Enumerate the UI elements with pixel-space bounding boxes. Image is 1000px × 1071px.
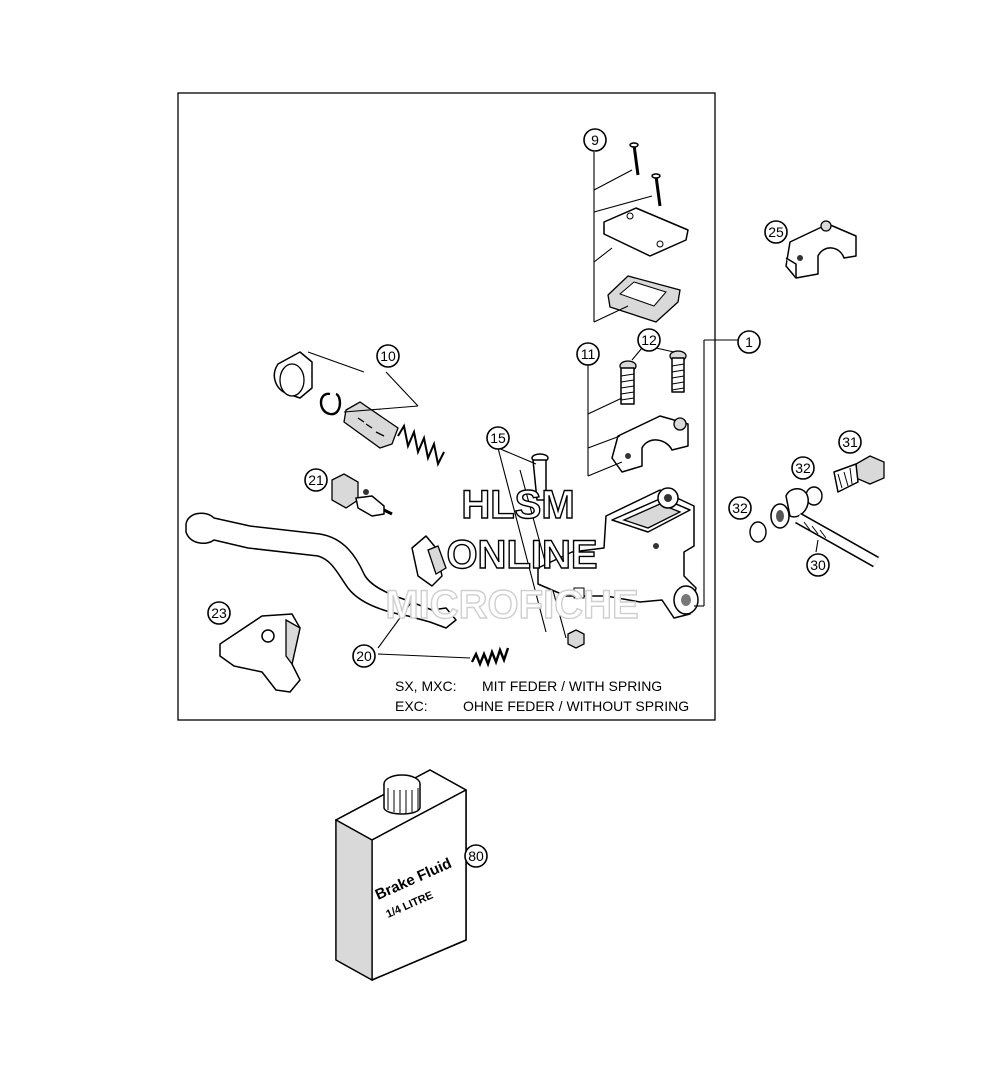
callout-30[interactable]: 30 — [806, 553, 830, 577]
circlip — [319, 392, 342, 416]
callout-12[interactable]: 12 — [637, 328, 661, 352]
reservoir-cover — [603, 207, 689, 257]
callout-25-label: 25 — [768, 224, 784, 240]
note-line2-models: EXC: — [395, 698, 428, 714]
assembly-frame — [177, 92, 716, 721]
clamp-bolt — [619, 360, 637, 405]
watermark-line3: MICROFICHE — [385, 583, 638, 627]
callout-15-label: 15 — [490, 430, 506, 446]
watermark-line2: ONLINE — [446, 533, 597, 577]
callout-20[interactable]: 20 — [352, 644, 376, 668]
banjo-bolt — [855, 455, 885, 485]
adjuster-screw-group[interactable] — [331, 473, 393, 517]
note-line2-text: OHNE FEDER / WITHOUT SPRING — [463, 698, 689, 714]
brake-hose-group[interactable] — [749, 455, 885, 568]
piston — [343, 401, 399, 449]
callout-25[interactable]: 25 — [764, 220, 788, 244]
callout-31-label: 31 — [842, 434, 858, 450]
brake-fluid-container[interactable]: Brake Fluid 1/4 LITRE — [335, 769, 467, 982]
brake-lever — [185, 512, 457, 629]
callout-30-label: 30 — [810, 557, 826, 573]
handlebar-clamp-part[interactable] — [785, 220, 857, 279]
callout-20-label: 20 — [356, 648, 372, 664]
lever-pivot-group[interactable] — [497, 447, 585, 649]
callout-9[interactable]: 9 — [583, 128, 607, 152]
clamp-and-bolts-group[interactable] — [587, 347, 689, 477]
master-cylinder-clamp — [611, 415, 689, 473]
callout-31[interactable]: 31 — [838, 430, 862, 454]
piston-kit-group[interactable] — [273, 351, 445, 468]
cap-screw — [651, 173, 662, 207]
callout-32-upper-label: 32 — [795, 460, 811, 476]
lever-cover-part[interactable] — [219, 613, 301, 693]
callout-80-label: 80 — [468, 848, 484, 864]
master-cylinder-body[interactable] — [537, 339, 740, 619]
brake-lever-group[interactable] — [185, 512, 510, 668]
callout-1-label: 1 — [745, 334, 753, 350]
piston-spring — [397, 423, 445, 468]
callout-10[interactable]: 10 — [376, 344, 400, 368]
reservoir-cap-group[interactable] — [593, 142, 689, 323]
cap-screw — [629, 142, 640, 176]
pivot-nut — [567, 629, 585, 649]
watermark-line1: HLSM — [461, 483, 574, 527]
callout-21[interactable]: 21 — [304, 468, 328, 492]
callout-12-label: 12 — [641, 332, 657, 348]
callout-11-label: 11 — [581, 346, 596, 362]
callout-10-label: 10 — [380, 348, 396, 364]
callout-32-lower[interactable]: 32 — [728, 496, 752, 520]
callout-32-upper[interactable]: 32 — [791, 456, 815, 480]
lever-return-spring — [470, 646, 510, 668]
callout-15[interactable]: 15 — [486, 426, 510, 450]
sealing-washer — [749, 521, 767, 543]
clamp-bolt — [669, 350, 687, 393]
callout-21-label: 21 — [308, 472, 324, 488]
callout-23[interactable]: 23 — [207, 601, 231, 625]
callout-1[interactable]: 1 — [737, 330, 761, 354]
note-line1-text: MIT FEDER / WITH SPRING — [482, 678, 662, 694]
callout-9-label: 9 — [591, 132, 599, 148]
callout-23-label: 23 — [211, 605, 227, 621]
note-line1-models: SX, MXC: — [395, 678, 456, 694]
callout-80[interactable]: 80 — [464, 844, 488, 868]
callout-32-lower-label: 32 — [732, 500, 748, 516]
callout-11[interactable]: 11 — [576, 342, 600, 366]
